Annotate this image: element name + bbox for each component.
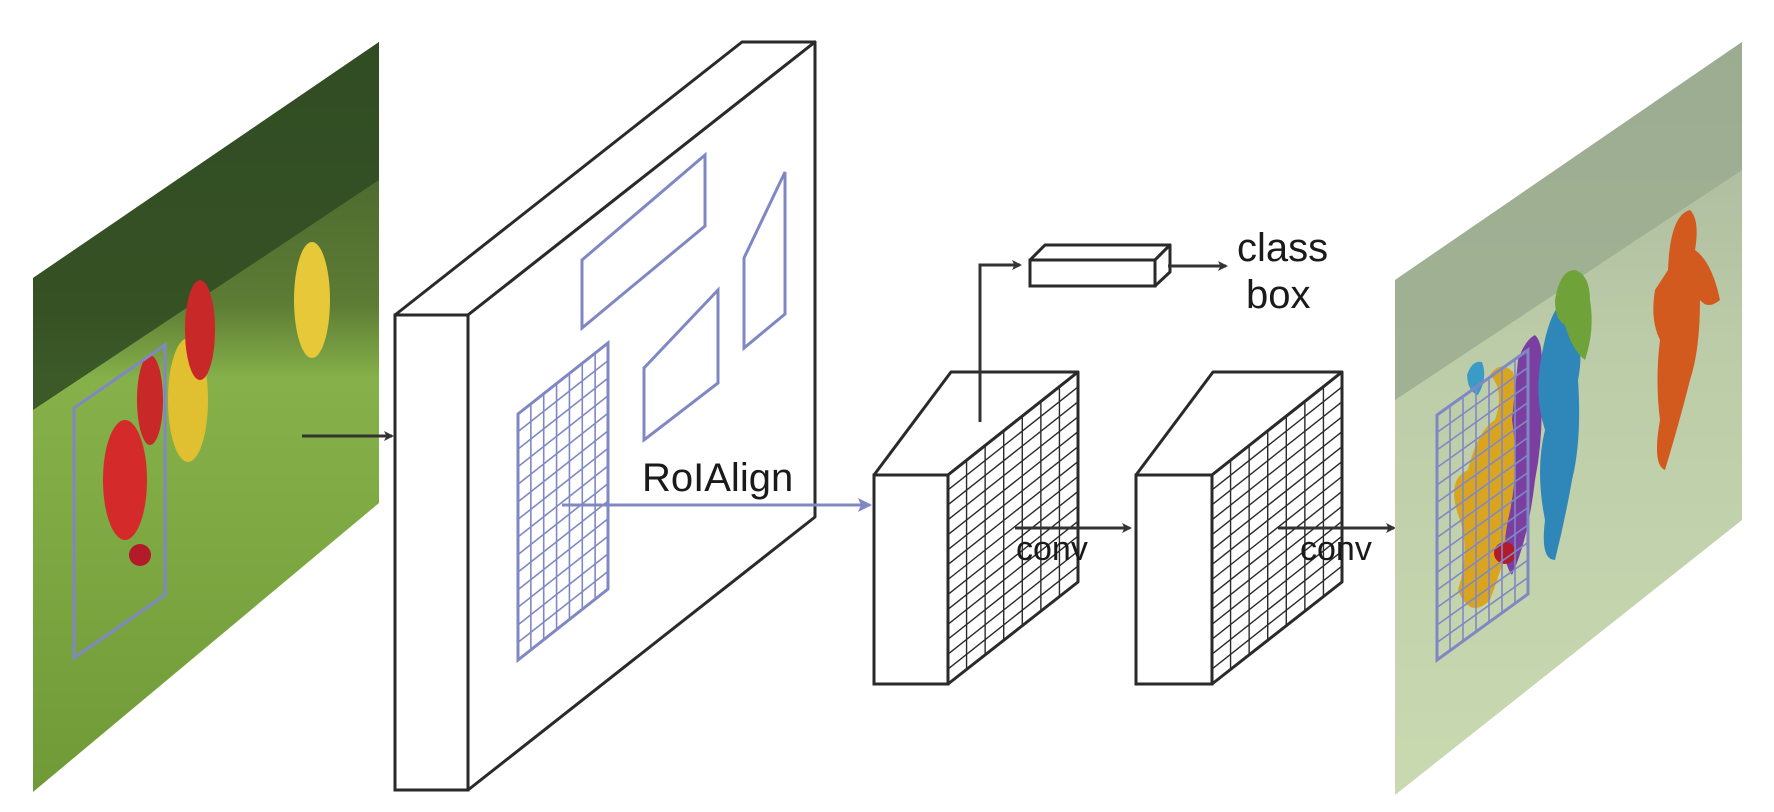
grid-line (1211, 535, 1343, 640)
grid-line (947, 505, 1079, 610)
mask-green (1555, 270, 1592, 360)
grid-line (947, 431, 1079, 536)
head-feature-block-1 (872, 370, 1080, 686)
roi-box-2 (742, 171, 787, 352)
grid-line (1436, 401, 1529, 469)
grid-line (947, 490, 1079, 595)
grid-line (1211, 565, 1343, 670)
grid-line (517, 570, 609, 644)
grid-line (517, 553, 609, 626)
fc-head-box (1028, 243, 1172, 288)
conv-label-1: conv (1016, 530, 1088, 568)
grid-line (517, 412, 609, 485)
grid-line (947, 386, 1079, 491)
input-image (33, 42, 379, 792)
grid-line (1436, 489, 1529, 556)
grid-line (1436, 576, 1529, 644)
roi-box-1 (580, 151, 707, 332)
players-input (103, 242, 330, 566)
grid-line (1211, 416, 1343, 521)
grid-line (517, 447, 609, 521)
box-label: box (1246, 273, 1311, 317)
grid-line (1211, 461, 1343, 566)
grid-line (1436, 506, 1529, 574)
grid-line (1211, 386, 1343, 491)
grid-line (517, 430, 609, 503)
mask-ball (1494, 542, 1516, 564)
grid-line (1436, 419, 1529, 486)
grid-line (947, 401, 1079, 506)
output-image (1395, 42, 1742, 795)
grid-line (947, 446, 1079, 551)
grid-line (947, 565, 1079, 670)
mask-purple (1504, 335, 1542, 575)
grid-line (517, 359, 609, 433)
grid-line (1211, 490, 1343, 595)
output-roi-grid (1435, 347, 1530, 663)
grid-line (517, 500, 609, 573)
backbone-feature-map (393, 40, 817, 792)
grid-line (1211, 446, 1343, 551)
arrow-to-fc-head (978, 260, 1022, 422)
roi-box-3 (642, 286, 720, 444)
grid-line (517, 395, 609, 468)
grid-line (1436, 541, 1529, 609)
grid-line (947, 550, 1079, 655)
grid-line (947, 475, 1079, 581)
grid-line (517, 482, 609, 556)
instance-masks (1454, 210, 1720, 608)
grid-line (1436, 471, 1529, 539)
mask-blue (1538, 304, 1581, 560)
grid-line (517, 535, 609, 608)
grid-line (947, 520, 1079, 625)
grid-line (1211, 505, 1343, 610)
roialign-label: RoIAlign (642, 456, 793, 500)
grid-line (1436, 384, 1529, 451)
head-feature-block-2 (1134, 370, 1344, 686)
roi-grid (516, 339, 610, 664)
grid-line (1436, 559, 1529, 626)
grid-line (1436, 454, 1529, 521)
grid-line (947, 535, 1079, 640)
mask-orange (1653, 210, 1720, 470)
grid-line (1211, 550, 1343, 655)
class-label: class (1237, 226, 1328, 270)
input-roi-box (72, 342, 167, 661)
grid-line (1211, 475, 1343, 581)
grid-line (517, 518, 609, 591)
grid-line (1211, 520, 1343, 625)
grid-line (1436, 366, 1529, 434)
grid-line (1211, 401, 1343, 506)
grid-line (1436, 436, 1529, 504)
grid-line (517, 465, 609, 538)
conv-label-2: conv (1300, 530, 1372, 568)
grid-line (947, 461, 1079, 566)
grid-line (1436, 524, 1529, 591)
grid-line (1211, 431, 1343, 536)
grid-line (947, 416, 1079, 521)
grid-line (517, 377, 609, 450)
mask-cyan-small (1467, 361, 1485, 395)
